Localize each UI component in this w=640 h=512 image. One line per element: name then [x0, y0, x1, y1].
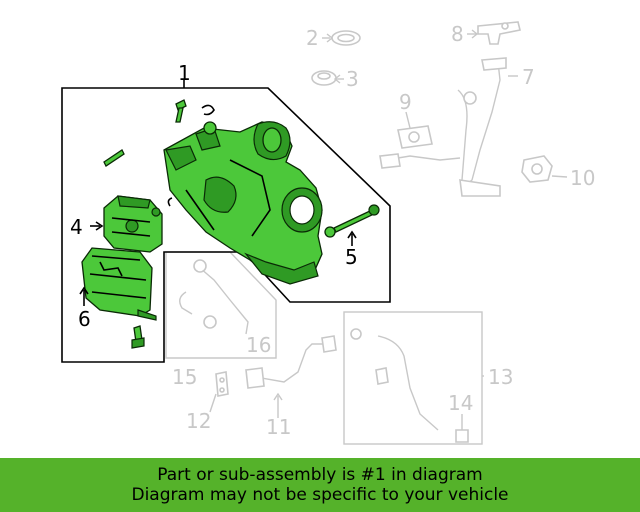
highlighted-parts	[81, 99, 380, 349]
callout-14: 14	[448, 391, 473, 415]
part-13-hose	[350, 328, 439, 431]
callout-labels: 1 2 3 4 5 6 7 8 9 10 11 12 13 14 15 16	[70, 22, 595, 439]
part-9-plate	[379, 125, 461, 169]
callout-4: 4	[70, 215, 83, 239]
part-8-fitting	[477, 21, 521, 45]
callout-10: 10	[570, 166, 595, 190]
callout-8: 8	[451, 22, 464, 46]
callout-16: 16	[246, 333, 271, 357]
part-11-pipe	[245, 335, 337, 389]
callout-5: 5	[345, 245, 358, 269]
part-3-clamp	[311, 70, 337, 86]
callout-12: 12	[186, 409, 211, 433]
banner-line-1: Part or sub-assembly is #1 in diagram	[157, 465, 483, 485]
part-1-group-outline	[61, 87, 391, 363]
part-14-fitting	[455, 429, 469, 443]
callout-6: 6	[78, 307, 91, 331]
part-4-heat-shield	[103, 195, 163, 253]
callout-1: 1	[178, 61, 191, 85]
stud-bottom	[131, 325, 145, 349]
part-7-tube	[457, 57, 507, 197]
dim-parts	[165, 21, 553, 445]
part-10-bracket	[521, 155, 553, 183]
part-6-heat-shield	[81, 247, 157, 321]
callout-9: 9	[399, 90, 412, 114]
banner-line-2: Diagram may not be specific to your vehi…	[131, 485, 509, 505]
callout-15: 15	[172, 365, 197, 389]
bolt-top	[175, 99, 187, 123]
callout-2: 2	[306, 26, 319, 50]
info-banner: Part or sub-assembly is #1 in diagram Di…	[0, 458, 640, 512]
turbocharger	[163, 121, 323, 285]
clip-top	[201, 104, 215, 116]
callout-3: 3	[346, 67, 359, 91]
clip-left	[167, 197, 173, 207]
main-leaders	[79, 80, 357, 306]
callout-13: 13	[488, 365, 513, 389]
parts-diagram: 1 2 3 4 5 6 7 8 9 10 11 12 13 14 15 16	[61, 21, 595, 445]
dim-leaders	[209, 29, 568, 430]
callout-7: 7	[522, 65, 535, 89]
callout-11: 11	[266, 415, 291, 439]
stud	[103, 149, 125, 167]
part-13-box	[343, 311, 483, 445]
part-16-hose	[179, 259, 249, 335]
part-5-bolt	[324, 204, 380, 238]
part-12-bracket	[215, 371, 229, 397]
